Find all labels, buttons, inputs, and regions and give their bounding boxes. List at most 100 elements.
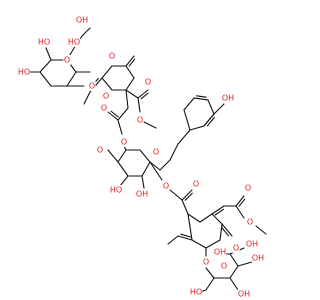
svg-text:O: O (101, 104, 107, 113)
bond (235, 205, 245, 219)
hydroxyl-label: HO (67, 37, 81, 47)
bond (117, 149, 127, 163)
double-bond-line (140, 92, 149, 100)
svg-text:O: O (221, 262, 227, 271)
ester-oxygen-label: O (120, 137, 128, 147)
svg-text:OH: OH (76, 16, 88, 25)
bond (211, 205, 225, 215)
svg-text:O: O (89, 82, 95, 91)
bond (221, 223, 233, 237)
svg-text:O: O (64, 56, 70, 65)
svg-text:HO: HO (68, 38, 80, 47)
bond (39, 59, 52, 73)
bond (45, 47, 52, 61)
bond (143, 121, 157, 129)
hydroxyl-label: HO (109, 185, 123, 195)
bond (229, 265, 239, 279)
phenol-hydroxyl-label: OH (221, 93, 235, 103)
bond (169, 189, 183, 201)
bond (39, 71, 52, 87)
carbonyl-oxygen-label: O (192, 179, 200, 189)
bond (177, 235, 193, 241)
bond-layer (29, 27, 267, 293)
svg-text:OH: OH (214, 248, 226, 257)
svg-text:O: O (137, 116, 143, 125)
bond (181, 189, 193, 201)
carbonyl-oxygen-label: O (144, 77, 152, 87)
bond (207, 99, 215, 115)
bond (66, 71, 77, 87)
svg-text:O: O (203, 258, 209, 267)
hydroxyl-label: HO (189, 287, 203, 297)
svg-text:O: O (163, 182, 169, 191)
svg-text:O: O (97, 146, 103, 155)
hydroxyl-label: OH (135, 189, 149, 199)
bond (141, 161, 151, 177)
bond (229, 277, 239, 291)
carbonyl-oxygen-label: O (100, 103, 108, 113)
svg-text:O: O (245, 184, 251, 193)
svg-text:HO: HO (18, 68, 30, 77)
bond (125, 55, 135, 67)
bond (211, 213, 223, 225)
double-bond-line (214, 208, 225, 216)
bond (187, 213, 193, 241)
glycosidic-oxygen-label: O (102, 91, 110, 101)
ester-oxygen-label: O (96, 145, 104, 155)
bond (117, 161, 129, 177)
ring-oxygen-label: O (108, 51, 116, 61)
bond (125, 65, 135, 79)
svg-text:HO: HO (38, 38, 50, 47)
double-bond-line (238, 198, 246, 207)
ring-oxygen-label: O (63, 55, 71, 65)
bond (149, 161, 163, 181)
hydroxyl-label: OH (75, 15, 89, 25)
bond (183, 97, 195, 111)
svg-text:HO: HO (110, 186, 122, 195)
ring-oxygen-label: O (232, 243, 240, 253)
bond (81, 27, 91, 37)
hydroxyl-label: OH (237, 289, 251, 299)
bond (181, 199, 189, 215)
carbonyl-oxygen-label: O (244, 183, 252, 193)
bond (193, 97, 209, 101)
double-bond-line (184, 192, 193, 201)
svg-text:O: O (109, 52, 115, 61)
bond (189, 125, 205, 131)
bond (101, 77, 113, 91)
bond (191, 239, 207, 249)
bond (125, 89, 139, 99)
svg-text:O: O (247, 218, 253, 227)
svg-text:O: O (233, 244, 239, 253)
bond (205, 267, 215, 279)
bond (141, 175, 145, 189)
double-bond-line (110, 110, 119, 118)
bond (183, 109, 191, 131)
hydroxyl-label: OH (213, 247, 227, 257)
bond (205, 239, 221, 249)
bond (125, 77, 135, 91)
double-bond-line (206, 116, 215, 127)
ester-oxygen-label: O (246, 217, 254, 227)
bond (125, 89, 129, 109)
bond (101, 65, 113, 79)
double-bond-line (195, 95, 207, 98)
bond (119, 175, 129, 187)
ring-oxygen-label: O (220, 261, 228, 271)
ester-oxygen-label: O (136, 115, 144, 125)
svg-text:OH: OH (136, 190, 148, 199)
bond (187, 213, 201, 223)
bond (117, 107, 129, 121)
double-bond-line (180, 233, 192, 238)
bond (213, 103, 225, 115)
svg-text:O: O (103, 92, 109, 101)
bond (139, 149, 151, 163)
hydroxyl-label: HO (37, 37, 51, 47)
svg-text:O: O (121, 138, 127, 147)
bond (107, 111, 119, 121)
svg-text:OH: OH (252, 254, 264, 263)
bond (169, 143, 179, 161)
